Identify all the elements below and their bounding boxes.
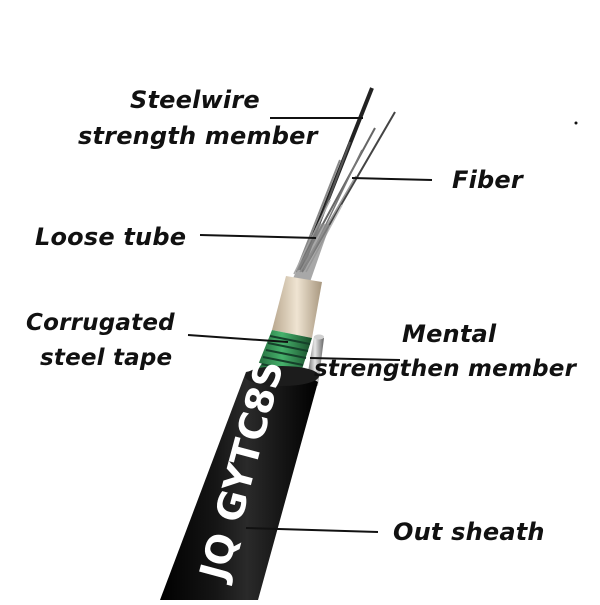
label-steelwire-line1: Steelwire xyxy=(130,86,260,114)
loose-tube-bundle xyxy=(290,223,330,285)
label-fiber: Fiber xyxy=(452,166,523,194)
inner-tube xyxy=(272,276,322,338)
leader-lines xyxy=(187,117,433,533)
stray-dot xyxy=(574,121,578,125)
label-mental-line2: strengthen member xyxy=(314,356,577,382)
label-mental-line1: Mental xyxy=(402,320,497,348)
label-loose-tube: Loose tube xyxy=(35,223,187,251)
outer-sheath xyxy=(160,369,318,600)
label-steelwire-line2: strength member xyxy=(78,122,318,150)
label-out-sheath: Out sheath xyxy=(393,518,545,546)
label-corrugated-line1: Corrugated xyxy=(26,310,175,336)
label-corrugated-line2: steel tape xyxy=(40,345,173,371)
